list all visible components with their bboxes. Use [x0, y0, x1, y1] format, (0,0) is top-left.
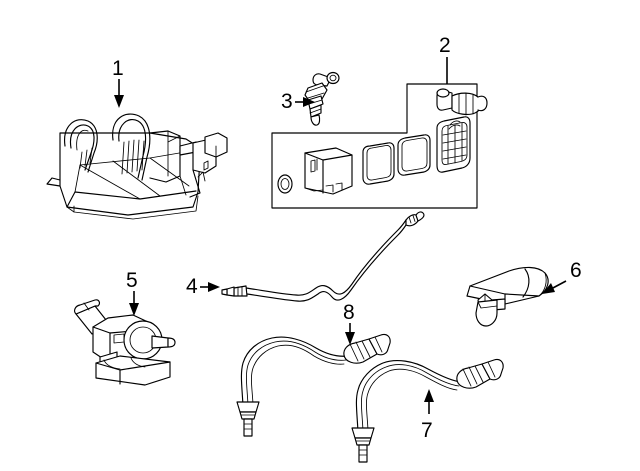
callout-label-2: 2	[439, 34, 451, 57]
part-2-o-ring	[277, 174, 293, 194]
callout-label-5: 5	[126, 269, 138, 292]
part-2-control-module	[304, 147, 353, 195]
part-2-group-box	[271, 83, 478, 209]
callout-label-7: 7	[421, 419, 433, 442]
callout-label-6: 6	[570, 259, 582, 282]
callout-label-8: 8	[343, 301, 355, 324]
part-2-gasket-right	[397, 134, 431, 176]
part-5-purge-valve	[74, 299, 176, 386]
part-3-solenoid-valve	[304, 71, 340, 126]
callout-label-4: 4	[186, 275, 198, 298]
part-7-oxygen-sensor	[351, 358, 504, 463]
callout-label-3: 3	[281, 90, 293, 113]
part-2-gasket-left	[362, 142, 395, 185]
part-8-oxygen-sensor	[236, 333, 391, 437]
callout-leaders	[114, 57, 567, 414]
part-4-vapor-hose	[221, 211, 425, 302]
callout-label-1: 1	[112, 57, 124, 80]
part-1-canister-bracket	[46, 113, 228, 220]
part-6-tire-pressure-sensor	[466, 266, 549, 327]
part-2-filter-screen	[436, 88, 488, 173]
